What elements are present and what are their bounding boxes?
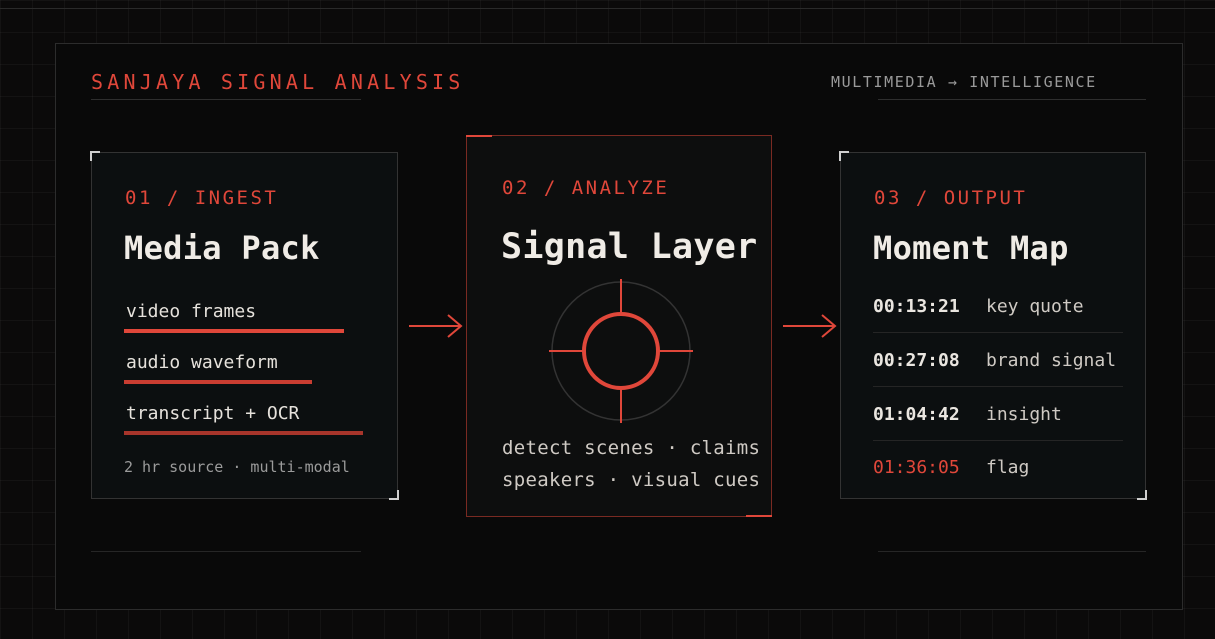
analyze-description-line: detect scenes · claims — [502, 437, 761, 459]
moment-label: insight — [986, 404, 1062, 425]
corner-bracket — [90, 151, 100, 161]
ingest-card: 01 / INGEST Media Pack video frames audi… — [90, 151, 399, 500]
ingest-item: video frames — [126, 301, 257, 322]
analyze-description-line: speakers · visual cues — [502, 469, 761, 491]
page-subtitle: MULTIMEDIA → INTELLIGENCE — [831, 73, 1097, 91]
moment-timestamp: 01:36:05 — [873, 457, 960, 478]
row-divider — [873, 440, 1123, 441]
moment-label: flag — [986, 457, 1030, 478]
title-underline — [91, 99, 361, 100]
row-divider — [873, 386, 1123, 387]
ingest-item-bar — [124, 380, 312, 384]
moment-timestamp: 00:13:21 — [873, 296, 960, 317]
ingest-item-bar — [124, 329, 344, 333]
moment-label: key quote — [986, 296, 1084, 317]
moment-row: 00:27:08 brand signal — [873, 350, 1123, 404]
moment-timestamp: 01:04:42 — [873, 404, 960, 425]
moment-row: 01:04:42 insight — [873, 404, 1123, 458]
output-card: 03 / OUTPUT Moment Map 00:13:21 key quot… — [839, 151, 1147, 500]
ingest-note: 2 hr source · multi-modal — [124, 458, 350, 476]
footer-rule — [91, 551, 361, 552]
page-title: SANJAYA SIGNAL ANALYSIS — [91, 70, 465, 94]
crosshair-target-icon — [549, 279, 693, 423]
corner-bracket — [1137, 490, 1147, 500]
right-arrow-icon — [409, 314, 463, 338]
ingest-step-label: 01 / INGEST — [125, 187, 279, 209]
ingest-item: audio waveform — [126, 352, 278, 373]
moment-timestamp: 00:27:08 — [873, 350, 960, 371]
moment-label: brand signal — [986, 350, 1117, 371]
analyze-card: 02 / ANALYZE Signal Layer detect scenes … — [466, 135, 772, 517]
corner-accent — [466, 135, 492, 137]
ingest-heading: Media Pack — [124, 229, 320, 267]
outer-frame — [0, 8, 1215, 639]
moment-row-flag: 01:36:05 flag — [873, 457, 1123, 511]
corner-bracket — [839, 151, 849, 161]
row-divider — [873, 332, 1123, 333]
output-step-label: 03 / OUTPUT — [874, 187, 1028, 209]
right-arrow-icon — [783, 314, 837, 338]
subtitle-underline — [878, 99, 1146, 100]
analyze-step-label: 02 / ANALYZE — [502, 177, 670, 199]
analyze-heading: Signal Layer — [501, 227, 758, 267]
corner-accent — [746, 515, 772, 517]
ingest-item-bar — [124, 431, 363, 435]
ingest-item: transcript + OCR — [126, 403, 300, 424]
moment-row: 00:13:21 key quote — [873, 296, 1123, 350]
corner-bracket — [389, 490, 399, 500]
footer-rule — [878, 551, 1146, 552]
output-heading: Moment Map — [873, 229, 1069, 267]
